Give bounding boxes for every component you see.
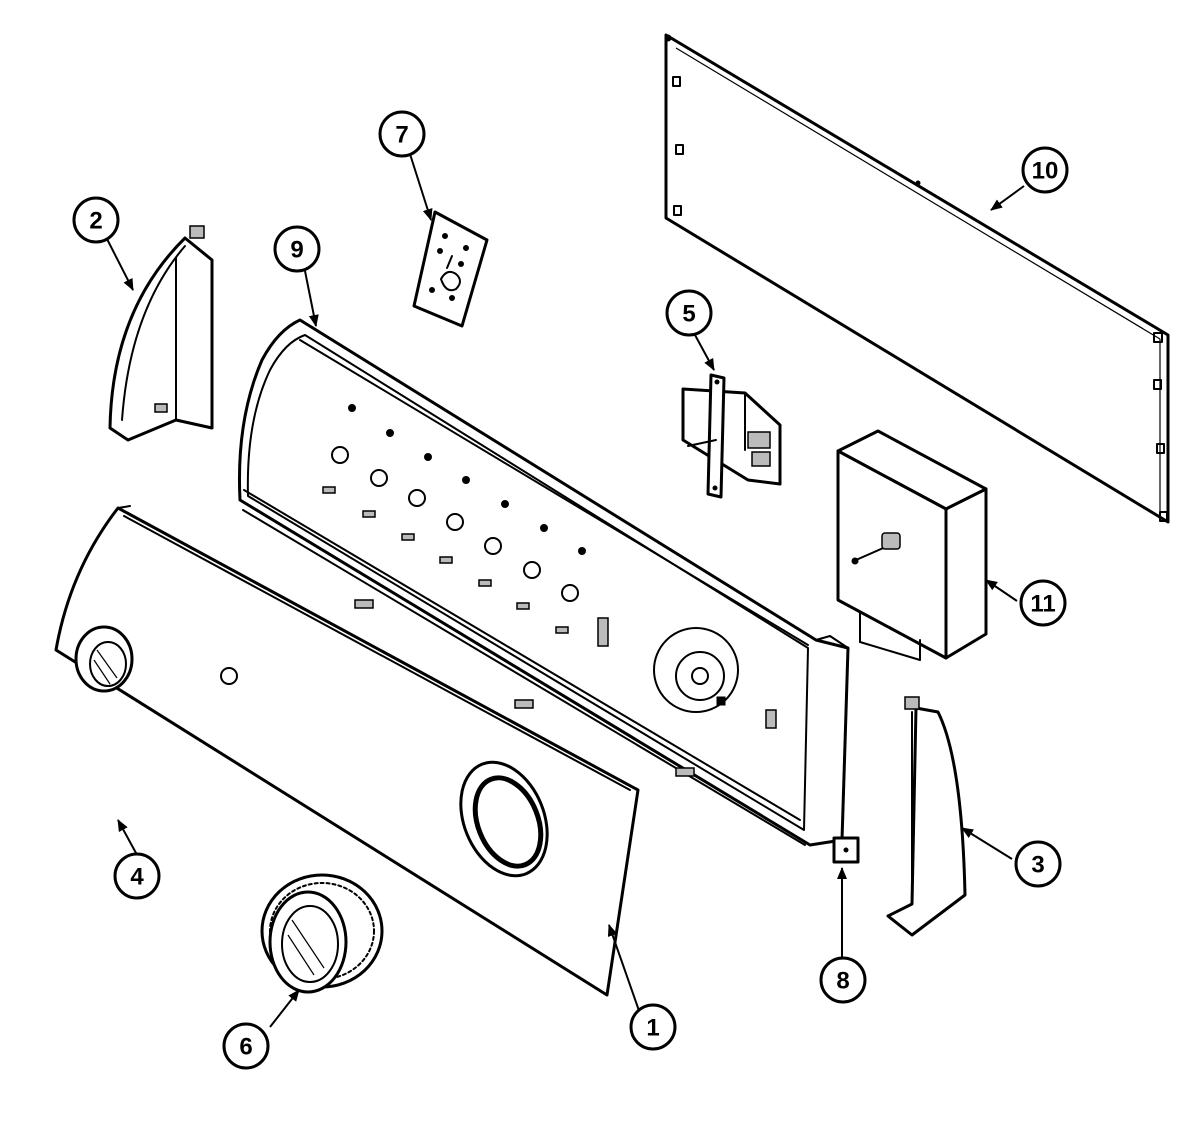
leader-lines xyxy=(105,153,1025,1028)
part-6-large-knob xyxy=(260,873,384,994)
callout-2: 2 xyxy=(72,196,120,244)
callout-9-label: 9 xyxy=(290,237,303,264)
callout-1: 1 xyxy=(629,1003,677,1051)
callout-8: 8 xyxy=(819,956,867,1004)
part-10-rear-panel xyxy=(664,33,1170,524)
part-7-mounting-plate xyxy=(412,210,489,328)
callout-11: 11 xyxy=(1019,579,1067,627)
callout-4: 4 xyxy=(113,852,161,900)
callout-8-label: 8 xyxy=(836,968,849,995)
callout-4-label: 4 xyxy=(130,864,144,891)
callout-7: 7 xyxy=(378,110,426,158)
part-5-switch xyxy=(681,373,782,499)
part-4-small-knob xyxy=(74,625,134,693)
leader-3 xyxy=(961,827,1013,860)
callout-6: 6 xyxy=(222,1022,270,1070)
part-11-timer-box xyxy=(836,429,988,661)
leader-10 xyxy=(990,185,1025,211)
callout-3-label: 3 xyxy=(1031,852,1044,879)
leader-9 xyxy=(304,270,319,327)
callout-7-label: 7 xyxy=(395,122,408,149)
leader-7 xyxy=(409,153,433,221)
part-9-control-panel xyxy=(237,318,850,847)
part-1-front-bezel xyxy=(54,505,640,997)
leader-5 xyxy=(694,334,715,371)
leader-4 xyxy=(117,819,137,854)
part-2-left-end-cap xyxy=(108,225,214,442)
leader-1 xyxy=(607,924,645,1026)
leader-11 xyxy=(985,579,1018,602)
callout-9: 9 xyxy=(273,225,321,273)
callout-6-label: 6 xyxy=(239,1034,252,1061)
callout-3: 3 xyxy=(1014,840,1062,888)
callout-10-label: 10 xyxy=(1032,158,1059,185)
callout-1-label: 1 xyxy=(646,1015,659,1042)
part-3-right-end-cap xyxy=(886,696,967,937)
leader-6 xyxy=(269,989,300,1028)
callout-2-label: 2 xyxy=(89,208,102,235)
leader-2 xyxy=(105,236,134,291)
callout-5-label: 5 xyxy=(682,301,695,328)
callout-11-label: 11 xyxy=(1030,591,1055,618)
callout-5: 5 xyxy=(665,289,713,337)
callout-10: 10 xyxy=(1021,146,1069,194)
part-8-clip xyxy=(832,836,860,864)
